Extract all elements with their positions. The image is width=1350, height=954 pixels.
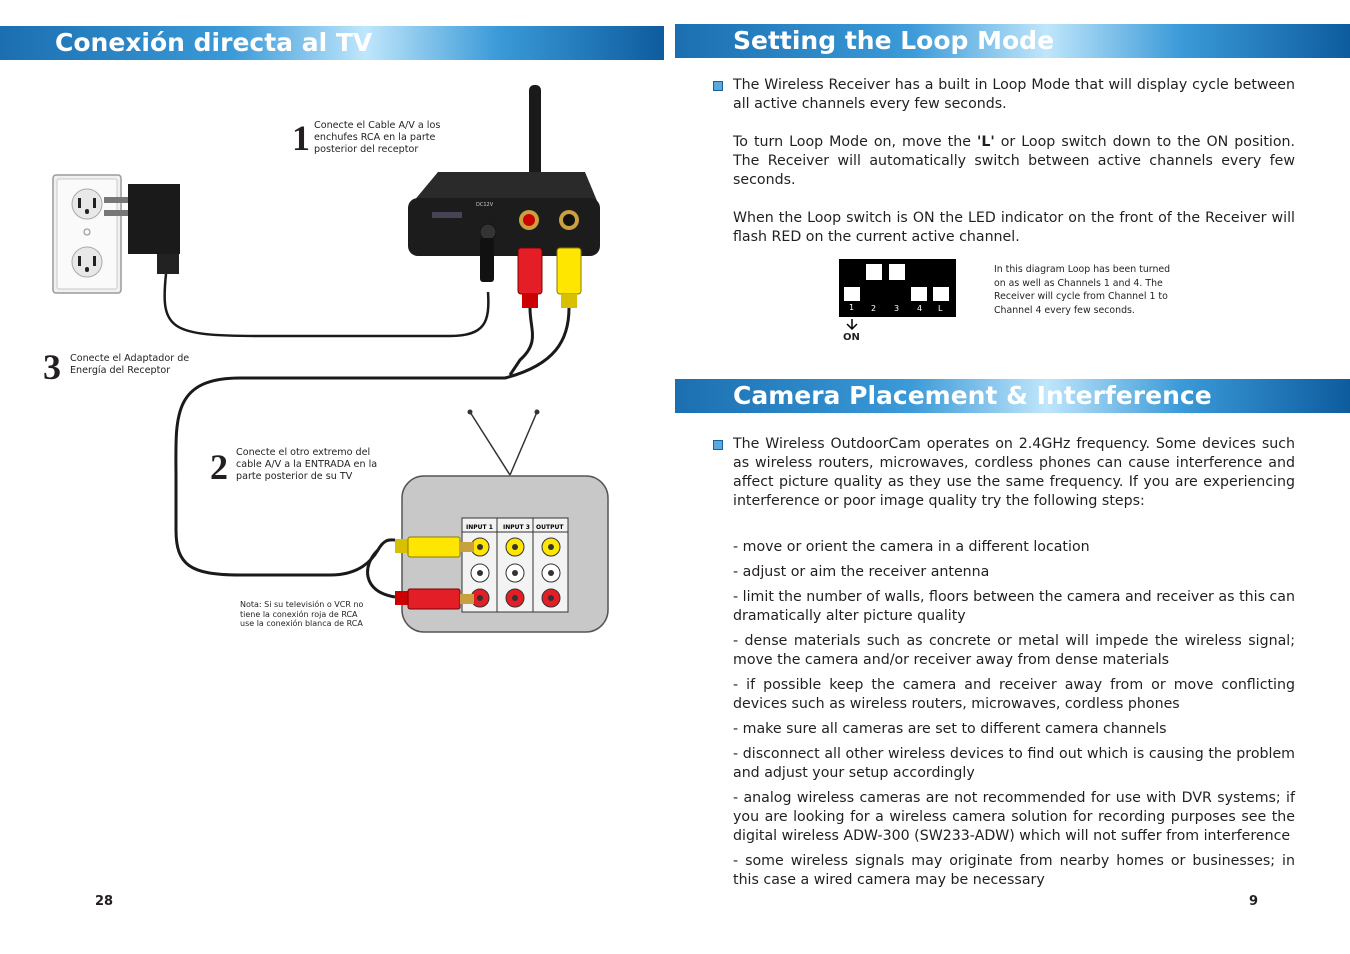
camera-steps: - move or orient the camera in a differe… [733, 538, 1295, 896]
switch-label-L: L [938, 304, 943, 313]
loop-paragraph-2: To turn Loop Mode on, move the 'L' or Lo… [733, 133, 1295, 190]
loop-p2-bold: 'L' [976, 134, 995, 150]
camera-title: Camera Placement & Interference [733, 381, 1212, 410]
left-title: Conexión directa al TV [55, 28, 373, 57]
loop-paragraph-1: The Wireless Receiver has a built in Loo… [733, 77, 1295, 112]
step-item: - dense materials such as concrete or me… [733, 633, 1295, 668]
step-item: - limit the number of walls, floors betw… [733, 589, 1295, 624]
rca-plugs-receiver [517, 247, 582, 308]
camera-bullet [713, 440, 723, 450]
left-page-number: 28 [95, 894, 114, 909]
step-item: - if possible keep the camera and receiv… [733, 677, 1295, 712]
wall-outlet [52, 174, 122, 294]
dip-switch-diagram: 1 2 3 4 L [839, 259, 956, 317]
step-item: - adjust or aim the receiver antenna [733, 564, 990, 580]
loop-title: Setting the Loop Mode [733, 26, 1055, 55]
step3-text: Conecte el Adaptador de Energía del Rece… [70, 353, 190, 376]
switch-label-2: 2 [871, 304, 877, 313]
switch-on-label: ON [843, 332, 860, 343]
tv-input1-label: INPUT 1 [466, 524, 493, 531]
arrow-down-icon [846, 319, 858, 331]
receiver-dc-label: DC12V [476, 202, 494, 208]
connection-diagram: DC12V INPUT 1 INPUT 3 OUTPUT [52, 85, 609, 633]
loop-paragraph-3: When the Loop switch is ON the LED indic… [733, 210, 1295, 245]
step-item: - make sure all cameras are set to diffe… [733, 721, 1167, 737]
switch-label-4: 4 [917, 304, 923, 313]
switch-label-3: 3 [894, 304, 900, 313]
loop-p2-after: or Loop switch down to the ON position. … [733, 134, 1295, 188]
power-adapter [104, 184, 180, 274]
left-title-banner: Conexión directa al TV [0, 26, 664, 60]
switch-caption: In this diagram Loop has been turned on … [994, 264, 1171, 316]
step1-number: 1 [292, 118, 310, 158]
switch-label-1: 1 [849, 303, 855, 312]
loop-title-banner: Setting the Loop Mode [675, 24, 1350, 58]
loop-bullet [713, 81, 723, 91]
camera-title-banner: Camera Placement & Interference [675, 379, 1350, 413]
step2-number: 2 [210, 447, 228, 487]
step1-text: Conecte el Cable A/V a los enchufes RCA … [314, 120, 441, 155]
tv-output-label: OUTPUT [536, 524, 564, 531]
right-page-number: 9 [1249, 894, 1259, 909]
note-text: Nota: Si su televisión o VCR no tiene la… [240, 600, 364, 628]
rca-plugs-tv [395, 536, 474, 610]
receiver: DC12V [408, 172, 600, 256]
step2-text: Conecte el otro extremo del cable A/V a … [236, 447, 378, 482]
step-item: - analog wireless cameras are not recomm… [733, 790, 1295, 844]
step-item: - some wireless signals may originate fr… [733, 853, 1295, 888]
camera-intro: The Wireless OutdoorCam operates on 2.4G… [733, 436, 1295, 509]
step-item: - disconnect all other wireless devices … [733, 746, 1295, 781]
loop-p2-before: To turn Loop Mode on, move the [733, 134, 977, 150]
step3-number: 3 [43, 347, 61, 387]
tv-input3-label: INPUT 3 [503, 524, 530, 531]
antenna [529, 85, 541, 185]
step-item: - move or orient the camera in a differe… [733, 539, 1090, 555]
loop-section-text: The Wireless Receiver has a built in Loo… [733, 76, 1295, 247]
